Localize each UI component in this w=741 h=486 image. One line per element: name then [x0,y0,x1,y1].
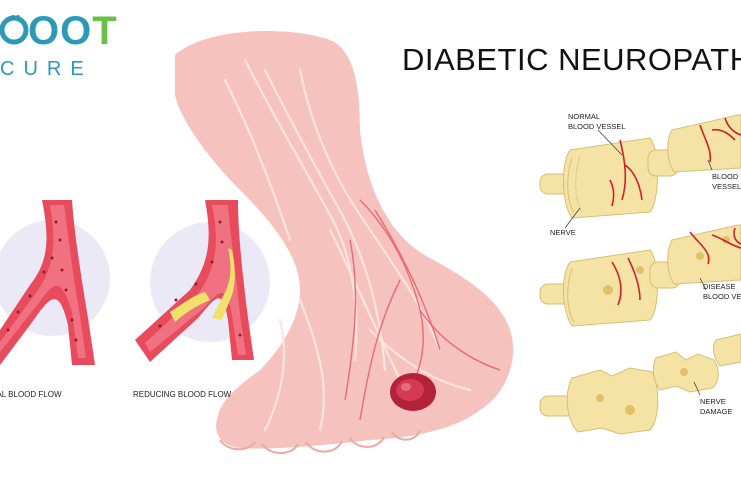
footprint-icon [0,15,29,45]
foot-vessels [344,199,501,421]
logo-subtitle: CURE [0,58,93,80]
label-blood-vessel-line1: BLOOD [712,172,739,181]
label-nerve-damage-line2: DAMAGE [700,407,733,416]
label-disease-line2: BLOOD VESSEL [703,292,741,301]
foot-illustration [175,31,514,454]
label-normal-blood-vessel: NORMAL BLOOD VESSEL [568,112,626,132]
label-blood-vessel: BLOOD VESSEL [712,172,741,192]
label-disease-blood-vessel: DISEASE BLOOD VESSEL [703,282,741,302]
logo-word-main: OO [28,9,93,53]
label-normal-line2: BLOOD VESSEL [568,122,626,131]
label-disease-line1: DISEASE [703,282,736,291]
reducing-blood-flow-vessel [135,200,270,362]
logo-wordmark: OOT [28,8,118,54]
label-normal-line1: NORMAL [568,112,601,121]
pointer-lines [564,129,713,396]
label-nerve: NERVE [550,228,576,237]
label-blood-vessel-line2: VESSEL [712,182,741,191]
nerve-damaged [539,333,741,435]
caption-reducing-blood-flow: REDUCING BLOOD FLOW [133,390,232,399]
normal-blood-flow-vessel [0,200,110,365]
logo-word-t: T [92,9,118,53]
label-nerve-damage-line1: NERVE [700,397,726,406]
caption-normal-blood-flow: NORMAL BLOOD FLOW [0,390,62,399]
foot-cure-logo: OOT [0,6,130,54]
nerve-disease [539,224,741,327]
page-title: DIABETIC NEUROPATHY [402,42,741,77]
foot-ulcer [390,373,436,411]
nerve-normal [539,114,741,219]
label-nerve-damage: NERVE DAMAGE [700,397,733,417]
